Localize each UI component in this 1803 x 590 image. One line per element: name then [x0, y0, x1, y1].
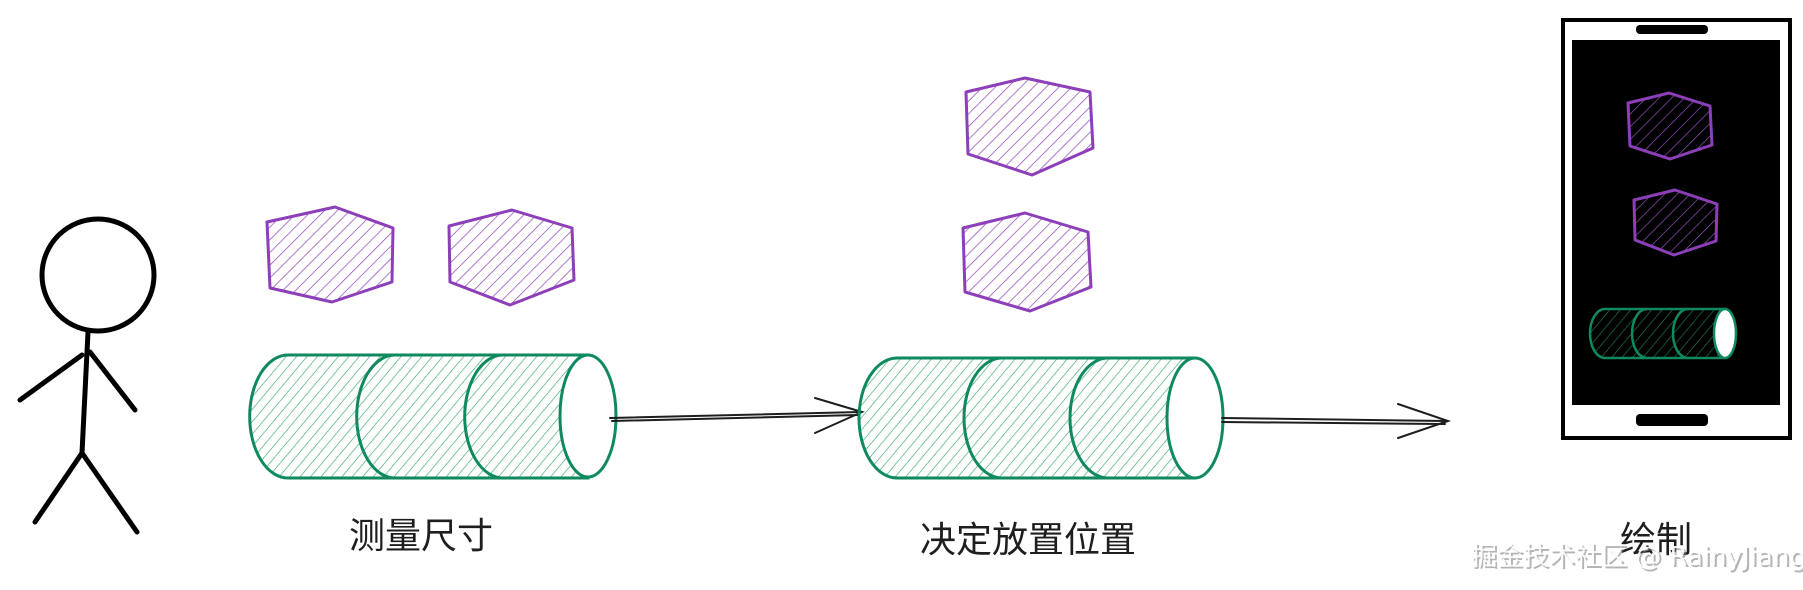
hexagon-shape: [961, 211, 1093, 313]
watermark-shadow: 掘金技术社区 @ RainyJiang: [1473, 544, 1803, 574]
layout-label: 决定放置位置: [920, 520, 1136, 561]
stick-figure-icon: [17, 216, 157, 535]
cylinder-shape: [857, 356, 1225, 480]
arrow-right-icon: [609, 397, 865, 434]
measure-label: 测量尺寸: [349, 516, 493, 557]
arrow-right-icon: [1221, 403, 1452, 439]
phone-icon: [1561, 18, 1792, 440]
hexagon-shape: [447, 208, 576, 307]
draw-label: 绘制: [1620, 520, 1692, 561]
hexagon-shape: [265, 205, 395, 304]
cylinder-shape: [248, 353, 618, 480]
hexagon-shape: [964, 76, 1095, 177]
watermark: 掘金技术社区 @ RainyJiang: [1471, 542, 1803, 572]
